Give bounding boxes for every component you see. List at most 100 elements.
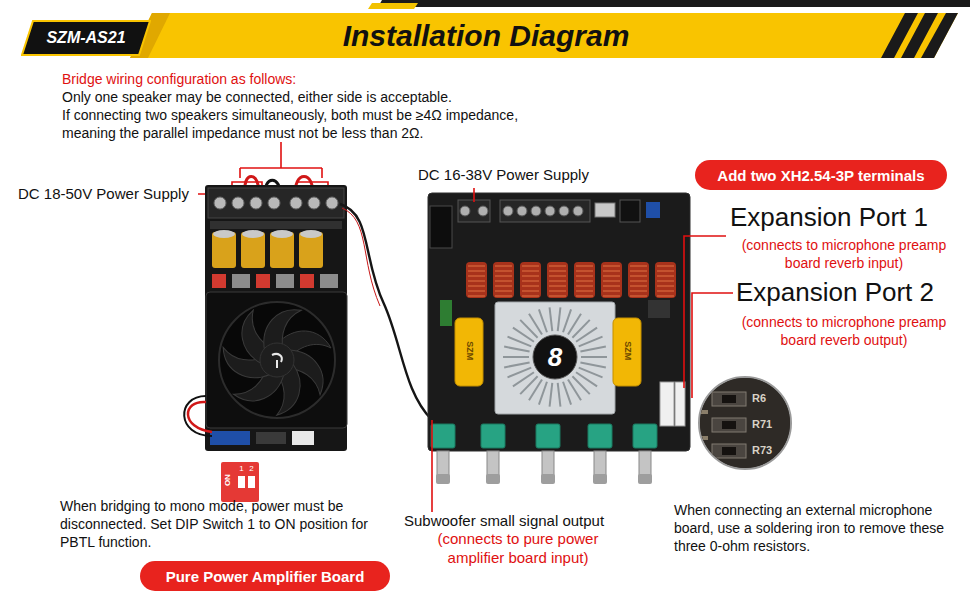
- dip-slider: [238, 476, 245, 488]
- switch-number: 1: [238, 464, 245, 474]
- inductor-body: [493, 262, 514, 298]
- callout-pill: Add two XH2.54-3P terminals: [695, 160, 947, 190]
- leader-line: [431, 420, 433, 512]
- component: [440, 300, 452, 326]
- switch-number: 2: [248, 464, 255, 474]
- inductor: [628, 262, 649, 298]
- heatsink-fin: [539, 382, 547, 405]
- component: [256, 432, 286, 444]
- inductor-winding: [522, 275, 539, 276]
- title: Installation Diagram: [290, 17, 682, 55]
- banner-band: [130, 13, 958, 58]
- pot-knurl: [486, 474, 500, 484]
- inductor-winding: [549, 285, 566, 286]
- resistor-pad: [712, 444, 746, 458]
- resistor-symbol: [722, 395, 736, 403]
- leader-lines-right: [432, 188, 733, 512]
- inductor-winding: [549, 270, 566, 271]
- signal-cable: [342, 208, 380, 306]
- inductor-winding: [576, 295, 593, 296]
- inductor-winding: [468, 290, 485, 291]
- inductor-winding: [522, 285, 539, 286]
- heatsink: [495, 302, 615, 414]
- inductor-winding: [657, 290, 674, 291]
- callout-text: Pure Power Amplifier Board: [166, 568, 365, 585]
- banner-hatch: [368, 3, 418, 9]
- heatsink-fin: [550, 383, 553, 407]
- terminal-screw: [250, 197, 262, 209]
- inductor-winding: [603, 285, 620, 286]
- heatsink-fin: [539, 309, 547, 332]
- component: [256, 274, 270, 288]
- heatsink-fin: [504, 362, 529, 367]
- signal-label: Subwoofer small signal output: [404, 511, 654, 530]
- inductor-winding: [630, 285, 647, 286]
- fan-logo: [272, 354, 282, 368]
- banner-stripe: [921, 13, 958, 58]
- component: [646, 202, 660, 218]
- potentiometer: [431, 424, 455, 484]
- port-note: (connects to microphone preamp board rev…: [728, 314, 960, 350]
- inductor-winding: [630, 290, 647, 291]
- callout-text: Add two XH2.54-3P terminals: [717, 167, 924, 184]
- model-badge: SZM-AS21: [21, 20, 151, 56]
- inductor-winding: [576, 290, 593, 291]
- heatsink-fin: [550, 307, 553, 331]
- inductor-winding: [549, 280, 566, 281]
- main-board: [428, 193, 690, 484]
- trace: [700, 436, 708, 440]
- capacitor-top: [242, 230, 264, 238]
- inductor-winding: [603, 265, 620, 266]
- instruction-note: When bridging to mono mode, power must b…: [60, 497, 390, 552]
- heatsink-logo: [533, 335, 577, 379]
- component: [320, 274, 338, 288]
- inductor: [655, 262, 676, 298]
- terminal-screw: [290, 197, 302, 209]
- inductor-winding: [495, 295, 512, 296]
- trace: [700, 410, 708, 414]
- inductor-body: [655, 262, 676, 298]
- heatsink-fin: [558, 307, 561, 331]
- inductor-winding: [549, 275, 566, 276]
- terminal-screw: [460, 206, 470, 216]
- heatsink-fin: [529, 314, 542, 335]
- terminal-screw: [559, 206, 569, 216]
- heatsink-fin: [504, 347, 529, 352]
- component: [232, 274, 250, 288]
- inductor-winding: [603, 290, 620, 291]
- power-terminal: [458, 200, 490, 222]
- inductor-winding: [630, 275, 647, 276]
- inductor-winding: [576, 275, 593, 276]
- barrel-jack: [430, 206, 452, 248]
- leader-line: [684, 236, 726, 388]
- title-banner: [130, 0, 970, 58]
- pot-knurl: [593, 474, 607, 484]
- resistor-zoom: [699, 377, 791, 469]
- inductor-winding: [522, 280, 539, 281]
- component: [276, 274, 294, 288]
- switch-mark: ON: [223, 469, 233, 491]
- heatsink-fin: [563, 309, 571, 332]
- wire-loop: [184, 396, 212, 436]
- inductor-winding: [657, 280, 674, 281]
- terminal-screw: [214, 197, 226, 209]
- note-text: If connecting two speakers simultaneousl…: [62, 107, 567, 143]
- capacitor-mark: SZM: [463, 332, 475, 370]
- capacitor-mark: SZM: [621, 332, 633, 370]
- signal-cable: [340, 204, 432, 420]
- pot-knurl: [541, 474, 555, 484]
- leader-line: [239, 168, 241, 178]
- note-text: Only one speaker may be connected, eithe…: [62, 89, 602, 107]
- inductor-winding: [522, 295, 539, 296]
- inductor-winding: [657, 285, 674, 286]
- power-label: DC 18-50V Power Supply: [18, 184, 218, 203]
- inductor-winding: [630, 270, 647, 271]
- heatsink-fin: [558, 383, 561, 407]
- pot-body: [633, 424, 657, 448]
- inductor-winding: [576, 285, 593, 286]
- resistor-label: R73: [752, 443, 782, 457]
- inductor-row: [466, 262, 676, 298]
- inductor-winding: [549, 290, 566, 291]
- xh-connector: [675, 382, 685, 426]
- heatsink-fin: [580, 347, 605, 352]
